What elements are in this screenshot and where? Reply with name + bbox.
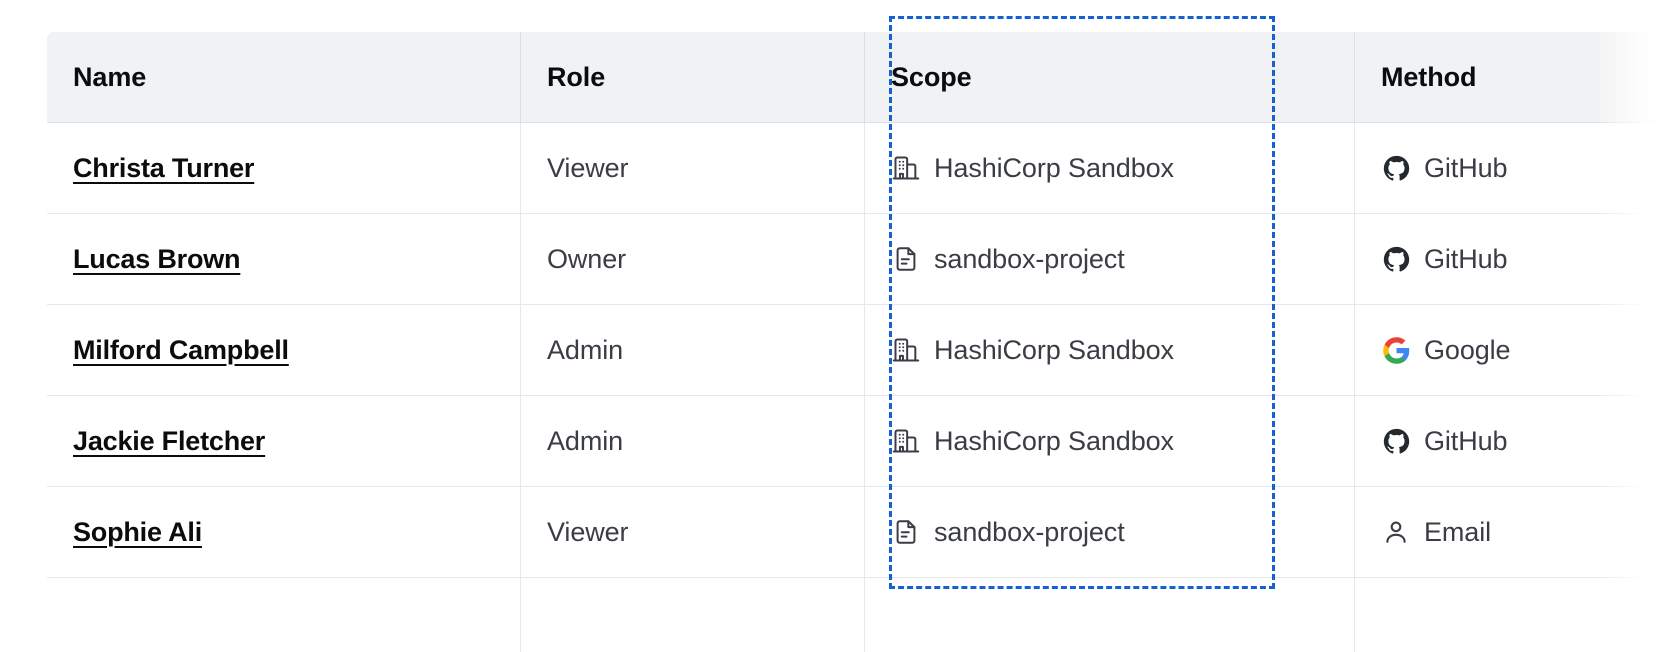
cell-name: Lucas Brown [47,213,521,305]
github-icon [1381,153,1411,183]
method-label: Google [1424,334,1511,365]
scope-label: HashiCorp Sandbox [934,425,1174,456]
scope-label: sandbox-project [934,243,1125,274]
user-name-link[interactable]: Jackie Fletcher [73,425,266,456]
organization-icon [891,153,921,183]
cell-name: Sophie Ali [47,486,521,578]
table-body: Christa Turner Viewer [47,122,1672,652]
table-row [47,577,1672,652]
cell-role: Admin [520,304,865,396]
method-label: Email [1424,516,1492,547]
cell-role: Viewer [520,486,865,578]
cell-method [1354,577,1672,652]
table-row: Lucas Brown Owner [47,213,1672,305]
cell-method: GitHub [1354,395,1672,487]
cell-scope: HashiCorp Sandbox [864,395,1355,487]
table-row: Jackie Fletcher Admin [47,395,1672,487]
cell-name [47,577,521,652]
column-header-scope[interactable]: Scope [864,32,1355,123]
cell-role: Admin [520,395,865,487]
cell-method: GitHub [1354,122,1672,214]
cell-role: Owner [520,213,865,305]
user-name-link[interactable]: Milford Campbell [73,334,289,365]
cell-role: Viewer [520,122,865,214]
method-label: GitHub [1424,425,1508,456]
user-name-link[interactable]: Sophie Ali [73,516,203,547]
scope-label: HashiCorp Sandbox [934,152,1174,183]
cell-scope [864,577,1355,652]
google-icon [1381,335,1411,365]
cell-scope: HashiCorp Sandbox [864,304,1355,396]
cell-scope: HashiCorp Sandbox [864,122,1355,214]
column-header-method[interactable]: Method [1354,32,1672,123]
cell-name: Jackie Fletcher [47,395,521,487]
method-label: GitHub [1424,152,1508,183]
cell-method: Email [1354,486,1672,578]
table-row: Milford Campbell Admin [47,304,1672,396]
organization-icon [891,426,921,456]
user-name-link[interactable]: Christa Turner [73,152,255,183]
cell-name: Christa Turner [47,122,521,214]
github-icon [1381,244,1411,274]
column-header-name[interactable]: Name [47,32,521,123]
permissions-table-wrapper: Name Role Scope Method Christa Turner Vi… [46,31,1672,652]
cell-scope: sandbox-project [864,213,1355,305]
github-icon [1381,426,1411,456]
method-label: GitHub [1424,243,1508,274]
column-header-role[interactable]: Role [520,32,865,123]
user-icon [1381,517,1411,547]
permissions-table: Name Role Scope Method Christa Turner Vi… [46,31,1672,652]
cell-scope: sandbox-project [864,486,1355,578]
cell-method: GitHub [1354,213,1672,305]
table-header-row: Name Role Scope Method [47,32,1672,123]
scope-label: sandbox-project [934,516,1125,547]
user-name-link[interactable]: Lucas Brown [73,243,241,274]
organization-icon [891,335,921,365]
cell-role [520,577,865,652]
document-icon [891,244,921,274]
table-header: Name Role Scope Method [47,32,1672,123]
scope-label: HashiCorp Sandbox [934,334,1174,365]
table-row: Sophie Ali Viewer [47,486,1672,578]
document-icon [891,517,921,547]
table-row: Christa Turner Viewer [47,122,1672,214]
cell-name: Milford Campbell [47,304,521,396]
cell-method: Google [1354,304,1672,396]
